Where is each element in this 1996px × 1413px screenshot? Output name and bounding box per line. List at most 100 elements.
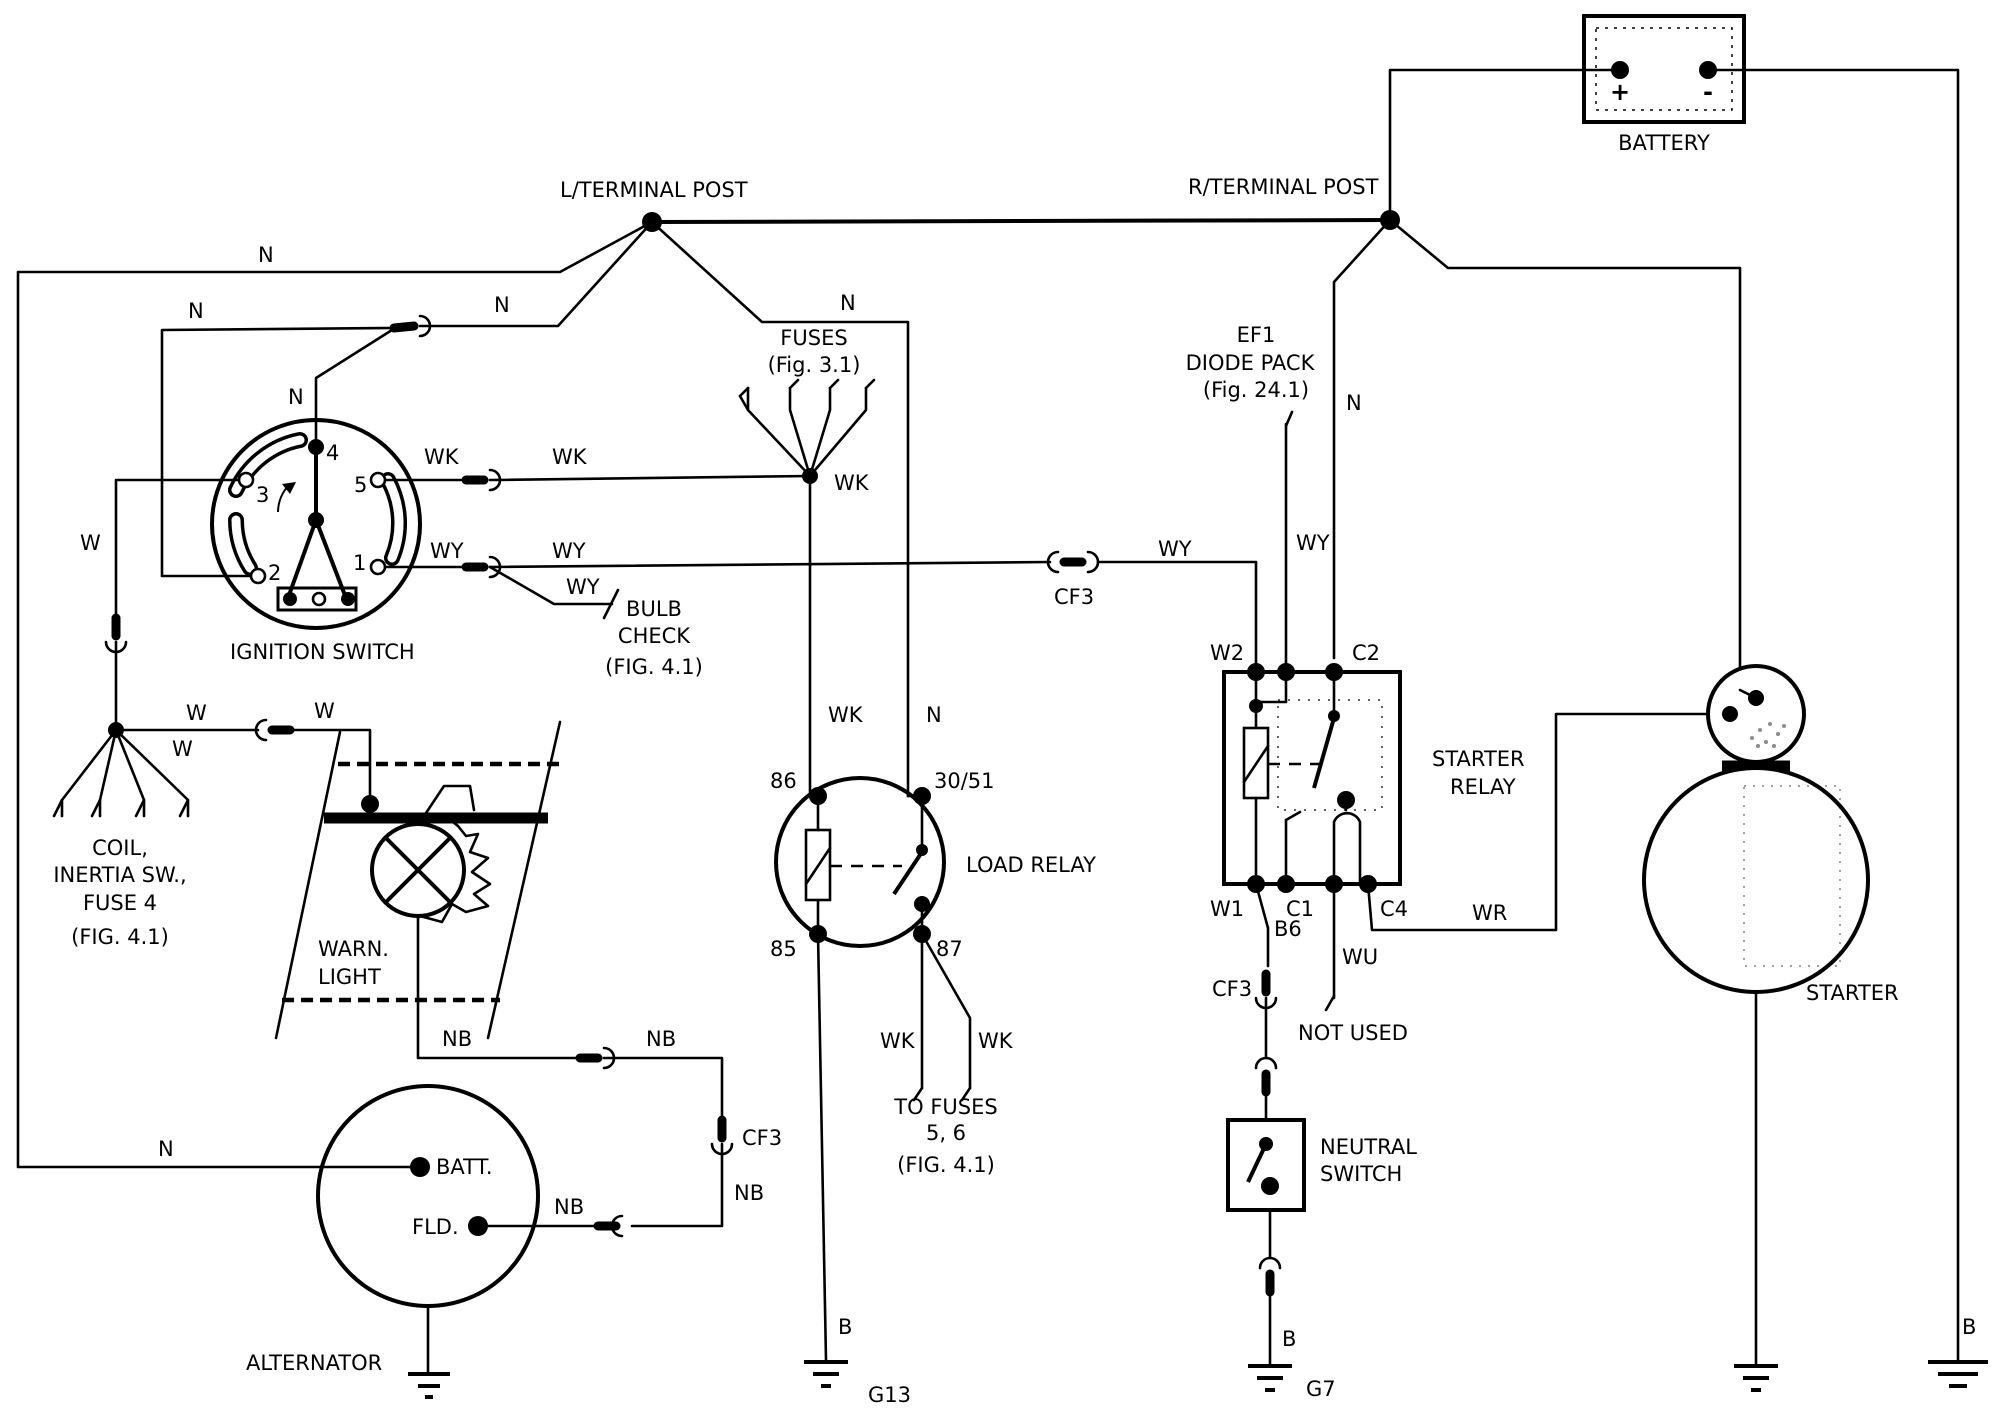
- wire-label-wk-fuse5: WK: [880, 1029, 916, 1053]
- wire-label-cf3-alt: CF3: [742, 1126, 782, 1150]
- ignition-switch: [210, 418, 422, 630]
- wire-label-nb-warn: NB: [442, 1027, 472, 1051]
- terminal-label-lr-3051: 30/51: [934, 769, 995, 793]
- bulb-check-label-1: BULB: [626, 597, 682, 621]
- terminal-label-sr-c2: C2: [1352, 641, 1380, 665]
- terminal-label-ign-4: 4: [326, 441, 339, 465]
- wire-starter-feed: [1388, 218, 1742, 692]
- wire-to-fuses-5-6: [912, 932, 972, 1102]
- wire-post-link: [651, 218, 1391, 224]
- terminal-label-sr-w2: W2: [1210, 641, 1244, 665]
- fuses-fan-out: [738, 378, 876, 478]
- terminal-label-lr-85: 85: [770, 937, 797, 961]
- wire-wr-starter: [1366, 712, 1732, 932]
- wire-label-b6: B6: [1274, 917, 1302, 941]
- wire-battery-negative: [1706, 68, 1960, 1364]
- coil-ref-label: (FIG. 4.1): [71, 925, 169, 949]
- battery-plus-label: +: [1610, 78, 1630, 106]
- alternator-batt-label: BATT.: [436, 1155, 493, 1179]
- neutral-switch-label-1: NEUTRAL: [1320, 1135, 1417, 1159]
- wire-nb-warn: [416, 914, 580, 1060]
- wire-label-wy-diode: WY: [1296, 531, 1330, 555]
- wire-label-w-warn: W: [314, 699, 335, 723]
- alternator-label: ALTERNATOR: [246, 1351, 382, 1375]
- ground-g13-label: G13: [868, 1383, 911, 1407]
- wire-label-b-g7: B: [1282, 1327, 1296, 1351]
- wire-label-wk-ign-5: WK: [424, 445, 460, 469]
- starter-label: STARTER: [1806, 981, 1899, 1005]
- bulb-check-ref: (FIG. 4.1): [605, 655, 703, 679]
- wire-label-n-right-post: N: [1346, 391, 1362, 415]
- wire-label-n-relay: N: [926, 703, 942, 727]
- load-relay-label: LOAD RELAY: [966, 853, 1096, 877]
- terminal-label-ign-2: 2: [268, 561, 281, 585]
- wire-label-w-left: W: [80, 531, 101, 555]
- wire-wy-starter-relay: [1096, 560, 1258, 674]
- wire-label-n-ign-4: N: [288, 385, 304, 409]
- wire-n-ignition-right: [418, 220, 654, 328]
- wire-label-n-ign-right: N: [494, 293, 510, 317]
- ground-g13-symbol: [804, 1360, 848, 1388]
- warning-light: [274, 720, 562, 1040]
- alternator: [316, 1084, 540, 1399]
- to-fuses-label-2: 5, 6: [926, 1121, 966, 1145]
- load-relay: [774, 776, 946, 948]
- terminal-label-sr-c1: C1: [1286, 897, 1314, 921]
- warn-light-label-1: WARN.: [318, 937, 389, 961]
- to-fuses-label-1: TO FUSES: [893, 1095, 997, 1119]
- ignition-switch-label: IGNITION SWITCH: [230, 640, 415, 664]
- diode-pack-label: DIODE PACK: [1186, 351, 1316, 375]
- wire-b-g13: [816, 932, 828, 1362]
- coil-label-3: FUSE 4: [83, 891, 157, 915]
- wire-w-ign-3: [114, 478, 241, 618]
- connector-ign-4: [389, 321, 419, 333]
- ground-battery-symbol: [1928, 1360, 1988, 1388]
- bulb-check-label-2: CHECK: [618, 624, 691, 648]
- wire-n-alternator: [16, 220, 654, 1169]
- wire-label-cf3-neutral: CF3: [1212, 977, 1252, 1001]
- ef1-label: EF1: [1237, 323, 1276, 347]
- wire-label-wk-fuse6: WK: [978, 1029, 1014, 1053]
- wire-b6-neutral: [1254, 882, 1270, 968]
- r-terminal-post-label: R/TERMINAL POST: [1188, 175, 1379, 199]
- terminal-label-sr-c4: C4: [1380, 897, 1408, 921]
- neutral-switch-label-2: SWITCH: [1320, 1162, 1402, 1186]
- starter-relay-label-1: STARTER: [1432, 747, 1525, 771]
- ground-g7-label: G7: [1306, 1377, 1336, 1401]
- wire-n-starter-relay: [1332, 218, 1392, 660]
- terminal-label-lr-86: 86: [770, 769, 797, 793]
- wire-label-wy-cf3: WY: [1158, 537, 1192, 561]
- wire-label-cf3-top: CF3: [1054, 585, 1094, 609]
- warn-light-label-2: LIGHT: [318, 965, 381, 989]
- coil-label-2: INERTIA SW.,: [53, 863, 186, 887]
- wire-label-wy-bulb: WY: [566, 575, 600, 599]
- terminal-label-sr-w1: W1: [1210, 897, 1244, 921]
- wire-label-b-g13: B: [838, 1315, 852, 1339]
- coil-label-1: COIL,: [92, 836, 148, 860]
- terminal-label-ign-1: 1: [353, 551, 366, 575]
- coil-fan-out: [52, 728, 190, 818]
- wire-label-n-fuses: N: [840, 291, 856, 315]
- terminal-label-ign-3: 3: [256, 483, 269, 507]
- wire-label-nb-top: NB: [646, 1027, 676, 1051]
- wire-n-ign-2: [160, 326, 396, 578]
- diode-pack-ref: (Fig. 24.1): [1203, 378, 1309, 402]
- fuses-ref-label: (Fig. 3.1): [768, 353, 861, 377]
- wire-battery-positive: [1388, 68, 1622, 222]
- wire-label-wk-ign-5b: WK: [552, 445, 588, 469]
- fuses-label: FUSES: [780, 326, 847, 350]
- wire-label-wk-fuses: WK: [834, 471, 870, 495]
- wire-label-n-top-left: N: [258, 243, 274, 267]
- to-fuses-ref: (FIG. 4.1): [897, 1153, 995, 1177]
- starter-relay: [1222, 663, 1402, 893]
- wire-label-nb-fld: NB: [554, 1195, 584, 1219]
- neutral-switch: [1226, 1118, 1306, 1212]
- wire-label-wy-ign-1: WY: [430, 539, 464, 563]
- terminal-label-ign-5: 5: [354, 473, 367, 497]
- wire-label-n-alt: N: [158, 1137, 174, 1161]
- wire-label-wu: WU: [1342, 945, 1378, 969]
- wire-label-w-coil-1: W: [186, 701, 207, 725]
- starter-relay-label-2: RELAY: [1450, 775, 1516, 799]
